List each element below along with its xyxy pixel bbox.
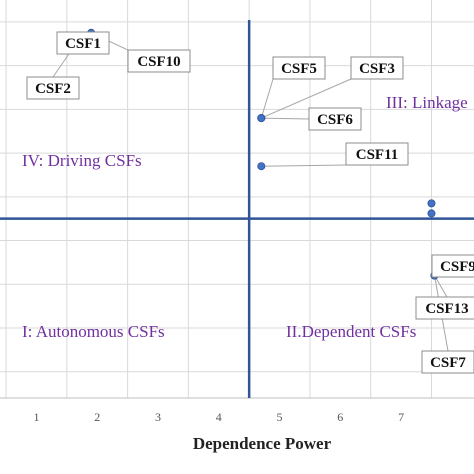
callout-box: [308, 107, 362, 131]
point-label: CSF11: [356, 147, 399, 163]
point-label: CSF2: [35, 81, 71, 97]
x-tick-label: 2: [94, 410, 100, 424]
data-point: [427, 199, 436, 208]
x-tick-labels: 1 2 3 4 5 6 7: [33, 410, 404, 424]
point-label: CSF5: [281, 61, 317, 77]
label-leaders: [52, 32, 459, 352]
x-tick-label: 7: [398, 410, 404, 424]
quadrant-dividers: [0, 20, 474, 398]
callout-box: [26, 76, 80, 100]
callout-leader: [261, 164, 347, 167]
callout-leader: [261, 78, 352, 119]
point-label: CSF10: [137, 54, 180, 70]
point-label: CSF7: [430, 355, 466, 371]
point-label: CSF1: [65, 36, 101, 52]
point-label: CSF9: [440, 259, 474, 275]
callout-leader: [260, 78, 274, 119]
x-axis-label: Dependence Power: [193, 434, 332, 453]
x-tick-label: 4: [216, 410, 222, 424]
callout-leader: [261, 117, 310, 120]
x-tick-label: 3: [155, 410, 161, 424]
quadrant-label: II.Dependent CSFs: [286, 322, 416, 341]
quadrant-label: I: Autonomous CSFs: [22, 322, 165, 341]
point-label: CSF13: [425, 301, 468, 317]
callout-box: [56, 31, 110, 55]
callout-box: [350, 56, 404, 80]
callout-box: [345, 142, 409, 166]
callout-box: [127, 49, 191, 73]
point-label: CSF6: [317, 112, 353, 128]
data-point: [257, 114, 266, 123]
quadrant-label: IV: Driving CSFs: [22, 151, 142, 170]
data-point: [257, 162, 266, 171]
quadrant-labels: I: Autonomous CSFs II.Dependent CSFs III: …: [22, 93, 468, 341]
callout-leader: [434, 275, 448, 298]
callout-box: [272, 56, 326, 80]
point-label: CSF3: [359, 61, 395, 77]
x-tick-label: 5: [277, 410, 283, 424]
data-point: [427, 209, 436, 218]
callout-box: [421, 350, 474, 374]
callout-box: [415, 296, 474, 320]
x-tick-label: 6: [337, 410, 343, 424]
callout-box: [431, 254, 474, 278]
x-tick-label: 1: [33, 410, 39, 424]
quadrant-label: III: Linkage: [386, 93, 468, 112]
